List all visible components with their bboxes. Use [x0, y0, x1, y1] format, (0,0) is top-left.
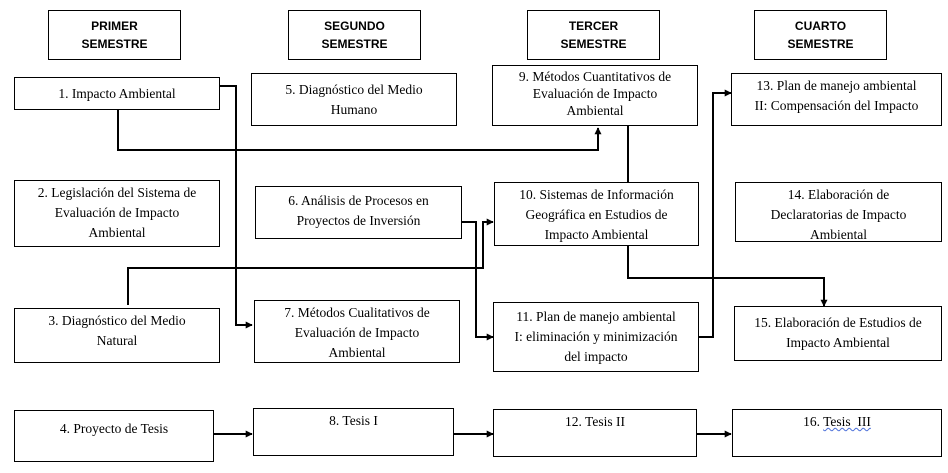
- course-2-label: 2. Legislación del Sistema de Evaluación…: [37, 185, 197, 240]
- course-1-box: 1. Impacto Ambiental: [14, 77, 220, 110]
- course-6-label: 6. Análisis de Procesos en Proyectos de …: [288, 193, 429, 228]
- course-5-label: 5. Diagnóstico del Medio Humano: [285, 82, 423, 117]
- course-9-box: 9. Métodos Cuantitativos de Evaluación d…: [492, 65, 698, 126]
- course-10-label: 10. Sistemas de Información Geográfica e…: [519, 187, 674, 242]
- header-segundo-semestre-label: SEGUNDO SEMESTRE: [321, 19, 388, 51]
- course-15-label: 15. Elaboración de Estudios de Impacto A…: [754, 315, 922, 350]
- connector-10-to-15: [627, 246, 828, 307]
- header-tercer-semestre-label: TERCER SEMESTRE: [560, 19, 627, 51]
- course-14-label: 14. Elaboración de Declaratorias de Impa…: [770, 187, 907, 242]
- course-5-box: 5. Diagnóstico del Medio Humano: [251, 73, 457, 126]
- course-12-box: 12. Tesis II: [493, 409, 697, 457]
- course-10-box: 10. Sistemas de Información Geográfica e…: [494, 182, 699, 246]
- course-3-label: 3. Diagnóstico del Medio Natural: [48, 313, 186, 348]
- header-primer-semestre-label: PRIMER SEMESTRE: [81, 19, 148, 51]
- course-13-box: 13. Plan de manejo ambiental II: Compens…: [731, 73, 942, 126]
- header-tercer-semestre: TERCER SEMESTRE: [527, 10, 660, 60]
- course-16-number: 16.: [803, 414, 824, 429]
- course-14-box: 14. Elaboración de Declaratorias de Impa…: [735, 182, 942, 242]
- connector-1-to-7: [220, 85, 253, 329]
- course-7-label: 7. Métodos Cualitativos de Evaluación de…: [284, 305, 430, 360]
- connector-3-to-10: [127, 218, 494, 305]
- course-15-box: 15. Elaboración de Estudios de Impacto A…: [734, 306, 942, 361]
- course-16-box: 16. Tesis III: [732, 409, 942, 457]
- course-2-box: 2. Legislación del Sistema de Evaluación…: [14, 180, 220, 247]
- course-9-label: 9. Métodos Cuantitativos de Evaluación d…: [518, 69, 672, 118]
- header-segundo-semestre: SEGUNDO SEMESTRE: [288, 10, 421, 60]
- course-12-label: 12. Tesis II: [565, 414, 625, 429]
- course-7-box: 7. Métodos Cualitativos de Evaluación de…: [254, 300, 460, 363]
- connector-6-to-11: [462, 221, 494, 341]
- connector-1-to-9: [117, 110, 602, 151]
- header-cuarto-semestre-label: CUARTO SEMESTRE: [787, 19, 854, 51]
- course-8-label: 8. Tesis I: [329, 413, 378, 428]
- course-16-title: Tesis III: [823, 414, 871, 429]
- course-3-box: 3. Diagnóstico del Medio Natural: [14, 308, 220, 363]
- course-4-label: 4. Proyecto de Tesis: [59, 421, 169, 436]
- course-11-label: 11. Plan de manejo ambiental I: eliminac…: [514, 309, 678, 364]
- header-cuarto-semestre: CUARTO SEMESTRE: [754, 10, 887, 60]
- course-8-box: 8. Tesis I: [253, 408, 454, 456]
- course-1-label: 1. Impacto Ambiental: [58, 85, 176, 101]
- connector-11-to-13: [699, 89, 732, 338]
- course-4-box: 4. Proyecto de Tesis: [14, 410, 214, 462]
- header-primer-semestre: PRIMER SEMESTRE: [48, 10, 181, 60]
- course-16-label: 16. Tesis III: [803, 412, 871, 432]
- course-13-label: 13. Plan de manejo ambiental II: Compens…: [754, 78, 919, 113]
- course-6-box: 6. Análisis de Procesos en Proyectos de …: [255, 186, 462, 239]
- course-11-box: 11. Plan de manejo ambiental I: eliminac…: [493, 302, 699, 372]
